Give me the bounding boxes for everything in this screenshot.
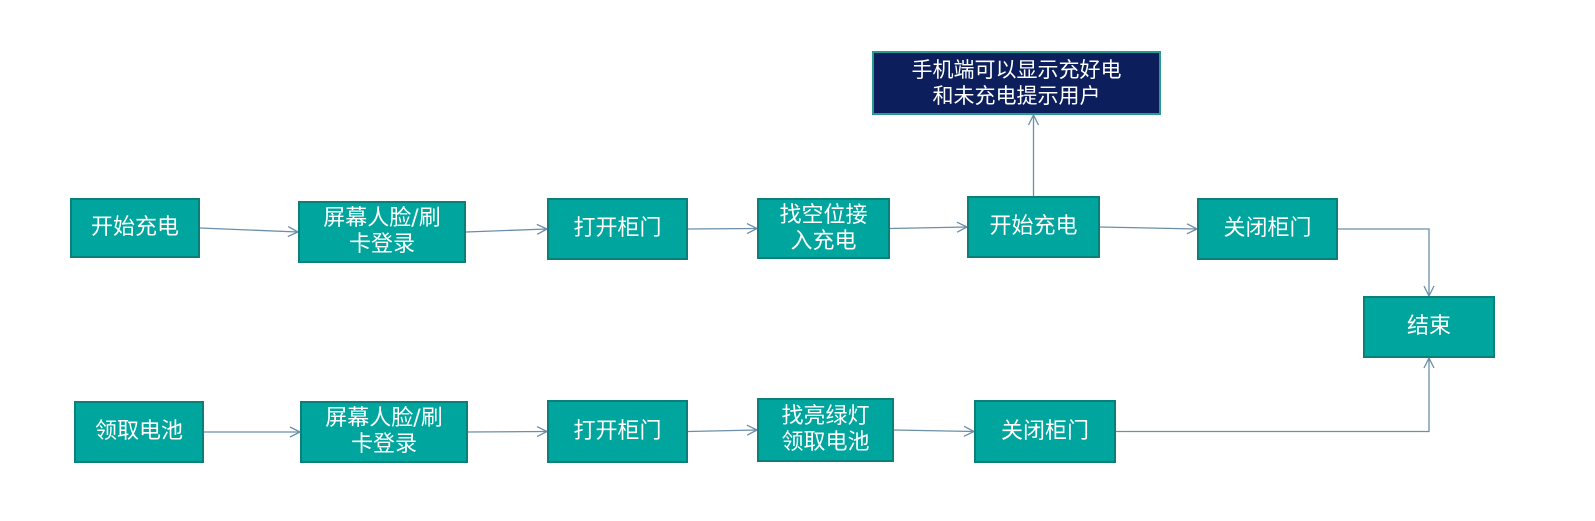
node-label: 开始充电	[90, 215, 179, 240]
node-label: 找空位接 入充电	[779, 202, 868, 254]
arrow-b_close-to-end	[1116, 358, 1429, 433]
arrow-c_open-to-c_find	[687, 229, 757, 230]
battery-login-node: 屏幕人脸/刷 卡登录	[300, 401, 468, 463]
charging-node: 开始充电	[967, 196, 1100, 258]
phone-notification-node: 手机端可以显示充好电 和未充电提示用户	[872, 51, 1161, 115]
charge-start-node: 开始充电	[70, 198, 200, 258]
arrow-c_find-to-c_charging	[889, 227, 967, 229]
node-label: 结束	[1406, 314, 1451, 339]
charge-open-door-node: 打开柜门	[547, 198, 688, 260]
node-label: 打开柜门	[573, 216, 662, 241]
charge-login-node: 屏幕人脸/刷 卡登录	[298, 201, 466, 263]
battery-start-node: 领取电池	[74, 401, 204, 463]
arrow-b_find-to-b_close	[893, 430, 974, 432]
node-label: 关闭柜门	[1000, 418, 1089, 444]
battery-find-green-node: 找亮绿灯 领取电池	[757, 398, 894, 462]
end-node: 结束	[1363, 296, 1495, 358]
node-label: 手机端可以显示充好电 和未充电提示用户	[911, 58, 1122, 108]
arrow-c_close-to-end	[1338, 228, 1429, 296]
node-label: 屏幕人脸/刷 卡登录	[323, 206, 441, 257]
arrow-c_start-to-c_login	[199, 228, 298, 232]
battery-open-door-node: 打开柜门	[547, 400, 688, 463]
node-label: 找亮绿灯 领取电池	[781, 404, 870, 455]
node-label: 关闭柜门	[1223, 216, 1312, 241]
charge-close-door-node: 关闭柜门	[1197, 198, 1338, 260]
arrow-b_login-to-b_open	[467, 432, 547, 433]
arrow-c_login-to-c_open	[465, 229, 547, 232]
charge-find-slot-node: 找空位接 入充电	[757, 198, 890, 259]
arrow-c_charging-to-c_close	[1099, 227, 1197, 229]
node-label: 开始充电	[989, 214, 1078, 239]
node-label: 领取电池	[94, 419, 183, 444]
node-label: 屏幕人脸/刷 卡登录	[325, 406, 443, 457]
battery-close-door-node: 关闭柜门	[974, 400, 1116, 463]
arrow-b_open-to-b_find	[687, 430, 757, 432]
node-label: 打开柜门	[573, 418, 662, 444]
